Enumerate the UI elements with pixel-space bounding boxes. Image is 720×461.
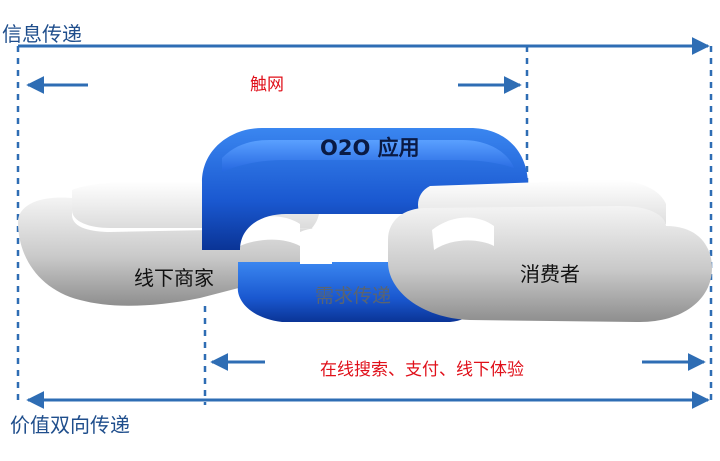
demand-transfer-label: 需求传递 — [315, 285, 392, 307]
o2o-app-label: O2O 应用 — [320, 136, 420, 160]
info-transfer-label: 信息传递 — [2, 22, 82, 46]
consumer-label: 消费者 — [520, 262, 580, 286]
offline-merchant-label: 线下商家 — [134, 266, 214, 290]
online-search-label: 在线搜索、支付、线下体验 — [320, 360, 524, 380]
right-grey-link — [388, 179, 712, 322]
touch-net-label: 触网 — [250, 75, 284, 95]
value-transfer-label: 价值双向传递 — [10, 413, 130, 437]
